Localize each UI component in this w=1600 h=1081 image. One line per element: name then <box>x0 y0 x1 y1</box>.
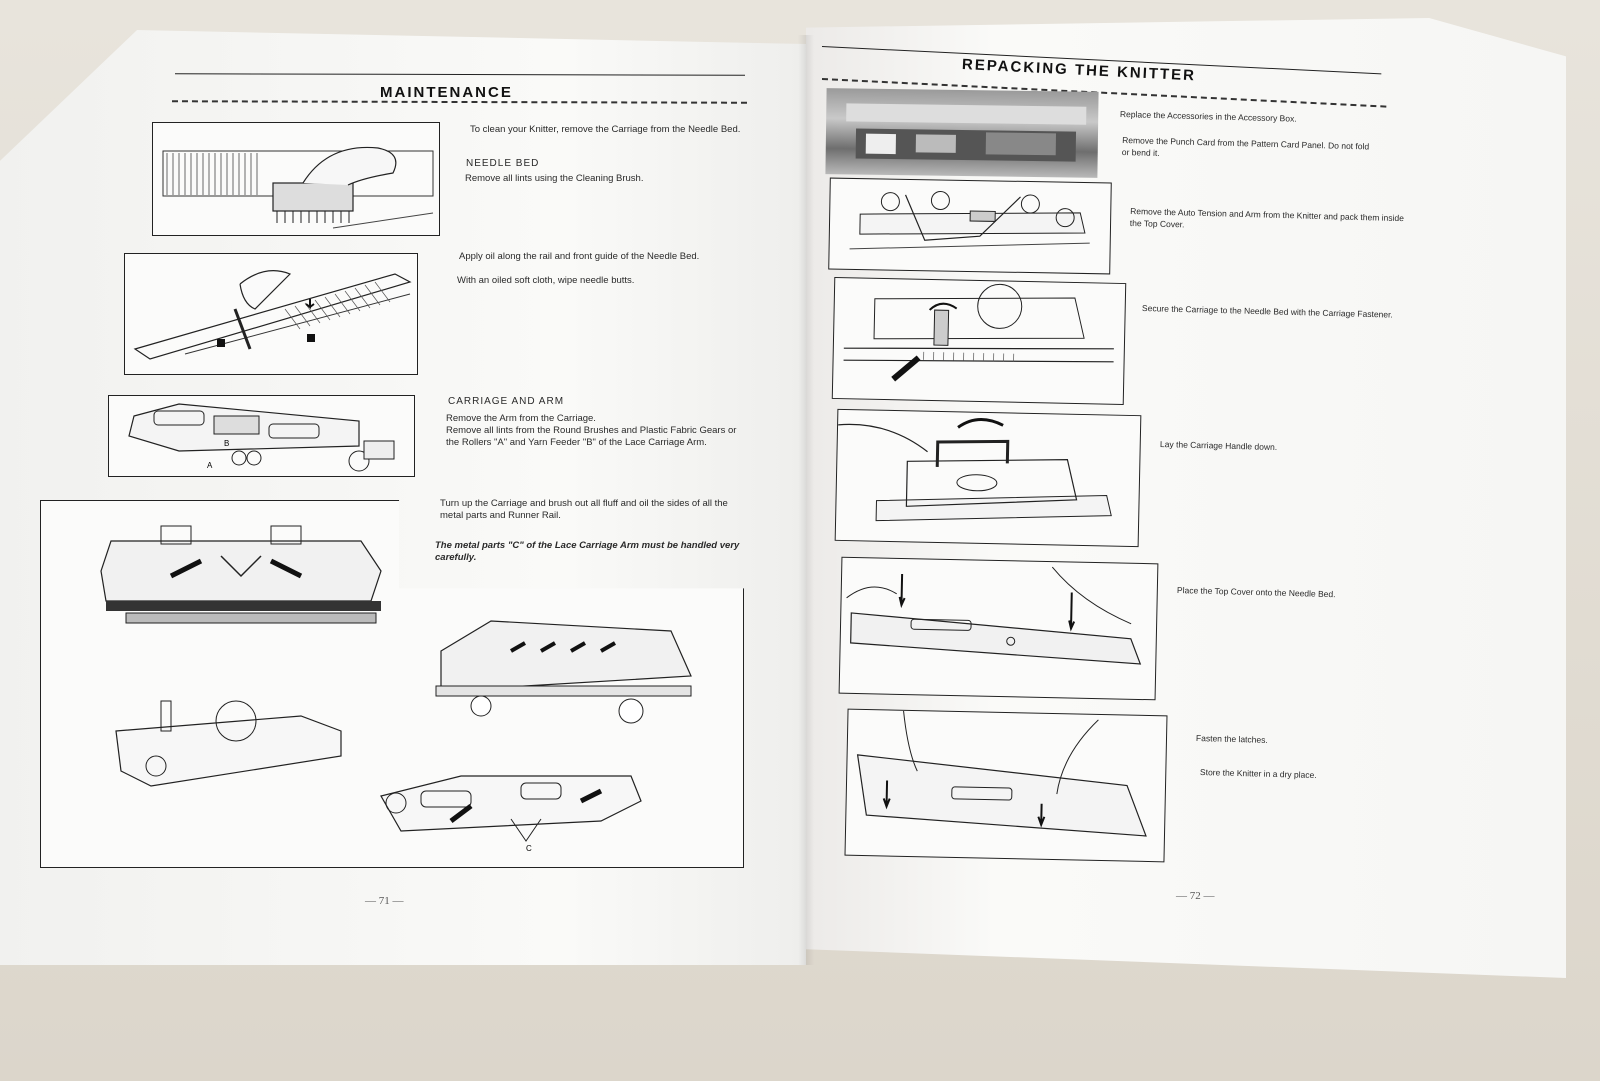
figure-top-cover <box>838 556 1159 701</box>
book-gutter <box>798 35 814 965</box>
intro-text: To clean your Knitter, remove the Carria… <box>470 124 741 135</box>
needle-bed-title: NEEDLE BED <box>466 158 540 169</box>
figure-carriage-handle <box>834 408 1142 548</box>
page-number-left: — 71 — <box>365 895 404 907</box>
figure-oil-rail <box>124 253 418 375</box>
carriage-arm-title: CARRIAGE AND ARM <box>448 396 565 407</box>
carriage-arm-text-1: Remove the Arm from the Carriage. <box>446 413 596 424</box>
needle-bed-text: Remove all lints using the Cleaning Brus… <box>465 173 644 184</box>
figure-carriage-fastener <box>831 276 1127 406</box>
turn-up-text: Turn up the Carriage and brush out all f… <box>440 498 728 521</box>
label-b: B <box>224 439 229 448</box>
page-number-right: — 72 — <box>1176 890 1215 902</box>
carriage-arm-text-2: Remove all lints from the Round Brushes … <box>446 425 737 448</box>
caution-text: The metal parts "C" of the Lace Carriage… <box>435 540 740 563</box>
page-title: MAINTENANCE <box>380 84 513 101</box>
figure-auto-tension <box>828 177 1112 275</box>
figure-latches <box>844 708 1168 863</box>
figure-cleaning-brush <box>152 122 440 236</box>
photo-knitter-box <box>825 88 1099 178</box>
oil-text-2: With an oiled soft cloth, wipe needle bu… <box>457 275 635 286</box>
oil-text-1: Apply oil along the rail and front guide… <box>459 251 700 262</box>
figure-carriage-arm: A B <box>108 395 415 477</box>
label-a: A <box>207 461 213 470</box>
label-c: C <box>526 844 532 853</box>
